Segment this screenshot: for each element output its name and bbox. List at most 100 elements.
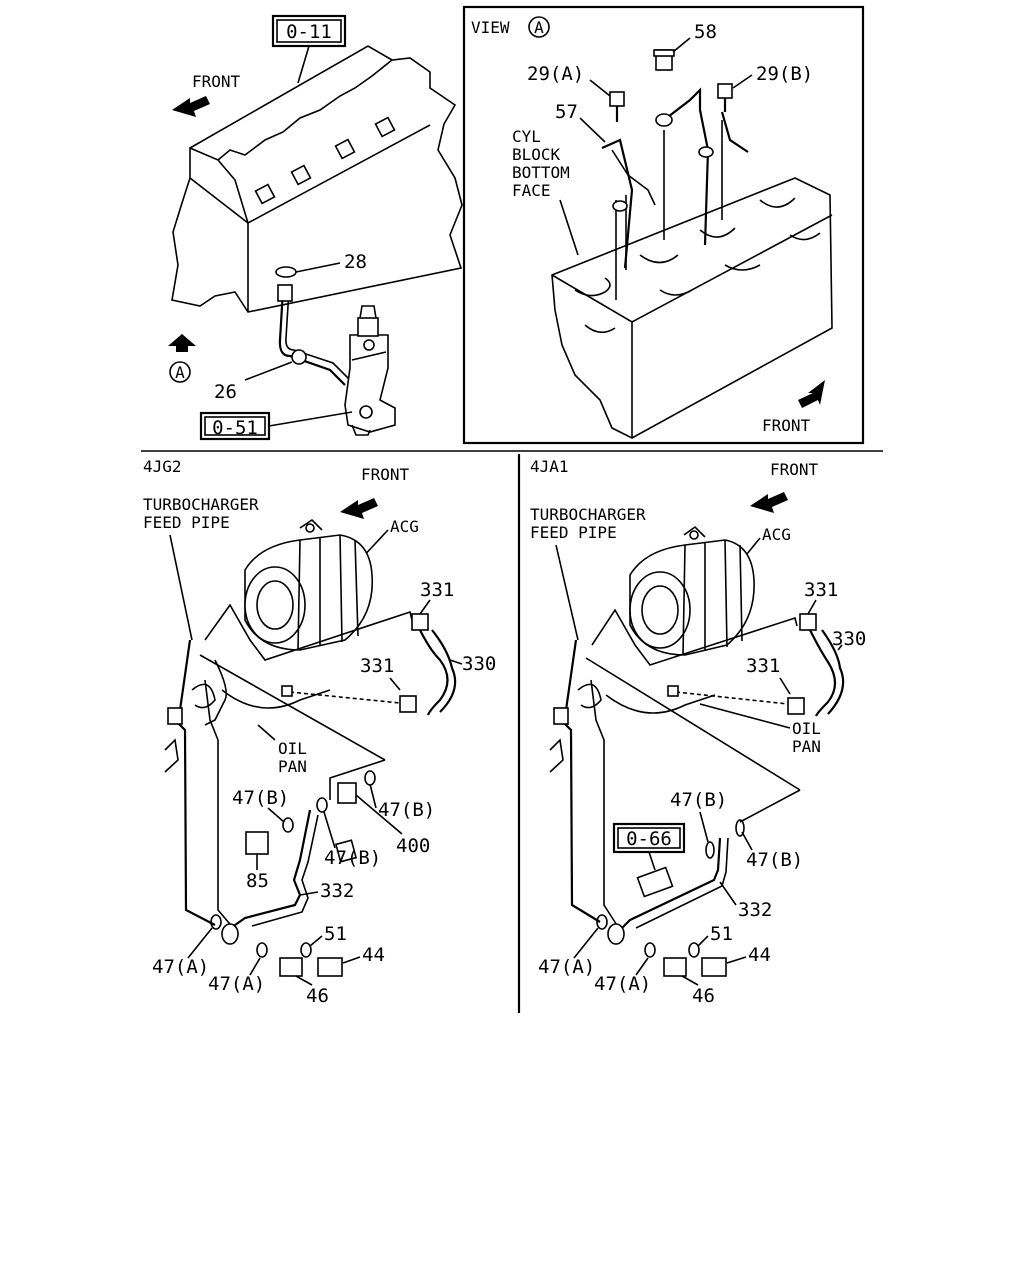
union-0-66 [636,866,674,898]
cylinder-block-bottom [551,177,833,439]
part-47b-1-4jg2: 47(B) [232,787,289,809]
block-port-4 [374,116,396,138]
face-label-2: BLOCK [512,145,561,164]
bolt-46-4jg2 [279,957,303,977]
panel-4jg2: 4JG2 FRONT TURBOCHARGER FEED PIPE ACG [143,457,496,1007]
front-label-4ja1: FRONT [770,460,819,479]
part-330-4ja1: 330 [832,628,866,650]
part-331-top-4jg2: 331 [420,579,454,601]
face-label-3: BOTTOM [512,163,570,182]
connector-331-top-4ja1 [799,613,817,631]
leader-face [559,199,579,256]
oil-jet-57b [720,111,749,153]
turbo-label-4jg2-1: TURBOCHARGER [143,495,259,514]
oil-pump [344,305,396,436]
turbo-label-4ja1-2: FEED PIPE [530,523,617,542]
part-46-4jg2: 46 [306,985,329,1007]
union-400-4jg2 [337,782,357,804]
leader-29b [732,74,753,89]
part-58-label: 58 [694,21,717,43]
view-a-frame [462,5,865,445]
variant-4ja1: 4JA1 [530,457,569,476]
leader-28 [295,262,341,273]
oil-jet-pipe-main [663,87,710,246]
view-a-arrow-icon [168,334,196,352]
connector-331-top-4jg2 [411,613,429,631]
oil-pan-4ja1-1: OIL [792,719,821,738]
front-arrow-4jg2-icon [340,498,378,519]
block-port-1 [254,183,276,205]
part-28-label: 28 [344,251,367,273]
connector-331-mid-4jg2 [399,695,417,713]
oil-pan-4ja1-2: PAN [792,737,821,756]
leader-57 [579,117,606,143]
part-47b-3-4jg2: 47(B) [378,799,435,821]
oil-pipe-332-4jg2 [227,809,312,931]
part-44-4jg2: 44 [362,944,385,966]
part-51-4ja1: 51 [710,923,733,945]
bolt-29b [717,83,733,99]
view-a-title-circle [528,16,550,38]
part-44-4ja1: 44 [748,944,771,966]
front-arrow-view-icon [798,380,825,408]
panel-dividers [141,5,883,1013]
front-arrow-top-icon [172,96,210,117]
front-label-view: FRONT [762,416,811,435]
washer-47b-1-4jg2 [282,817,294,833]
oil-pan-4jg2-2: PAN [278,757,307,776]
front-arrow-4ja1-icon [750,492,788,513]
bolt-44-4jg2 [317,957,343,977]
panel-4ja1: 4JA1 FRONT TURBOCHARGER FEED PIPE ACG 33… [530,457,866,1007]
oil-pipe-26 [278,289,346,386]
part-47b-2-4ja1: 47(B) [746,849,803,871]
engine-block [171,45,463,313]
face-label-4: FACE [512,181,551,200]
bolt-85-4jg2 [245,831,269,855]
part-331-mid-4jg2: 331 [360,655,394,677]
washer-47a-2-4jg2 [256,942,268,958]
part-400-4jg2: 400 [396,835,430,857]
view-a-title-marker: A [534,18,544,37]
variant-4jg2: 4JG2 [143,457,182,476]
front-label-top: FRONT [192,72,241,91]
pipe-fitting-top [277,284,293,302]
part-47b-1-4ja1: 47(B) [670,789,727,811]
part-51-4jg2: 51 [324,923,347,945]
ref-0-66-label: 0-66 [626,828,672,850]
acg-label-4ja1: ACG [762,525,791,544]
fitting-400 [334,839,358,863]
hose-330-4ja1 [809,629,837,717]
leader-58 [672,37,691,53]
washer-47a-1-4ja1 [596,914,608,930]
turbo-feed-pipe-4ja1 [559,639,601,923]
part-332-4ja1: 332 [738,899,772,921]
part-26-label: 26 [214,381,237,403]
part-85-4jg2: 85 [246,870,269,892]
oil-jet-57a [601,138,634,269]
view-a-title: VIEW [471,18,510,37]
eye-bolt-26 [291,349,307,365]
part-47b-2-4jg2: 47(B) [324,847,381,869]
block-top-edge [189,59,393,161]
block-port-3 [334,138,356,160]
part-29b-label: 29(B) [756,63,813,85]
part-47a-2-4ja1: 47(A) [594,973,651,995]
part-47a-1-4ja1: 47(A) [538,956,595,978]
washer-47b-2-4ja1 [735,819,745,837]
turbo-label-4jg2-2: FEED PIPE [143,513,230,532]
engine-block-panel: 0-11 FRONT 28 26 A 0-51 [168,14,463,441]
washer-51-4jg2 [300,942,312,958]
oil-pipe-332-4ja1 [614,837,722,936]
turbo-label-4ja1-1: TURBOCHARGER [530,505,646,524]
hose-330-4jg2 [419,629,449,716]
washer-47a-2-4ja1 [644,942,656,958]
alternator-4jg2 [244,518,374,651]
washer-47a-1-4jg2 [210,914,222,930]
leader-0-51 [268,411,353,427]
block-port-2 [290,164,312,186]
part-47a-2-4jg2: 47(A) [208,973,265,995]
leader-26 [244,361,293,381]
alternator-4ja1 [629,525,755,656]
